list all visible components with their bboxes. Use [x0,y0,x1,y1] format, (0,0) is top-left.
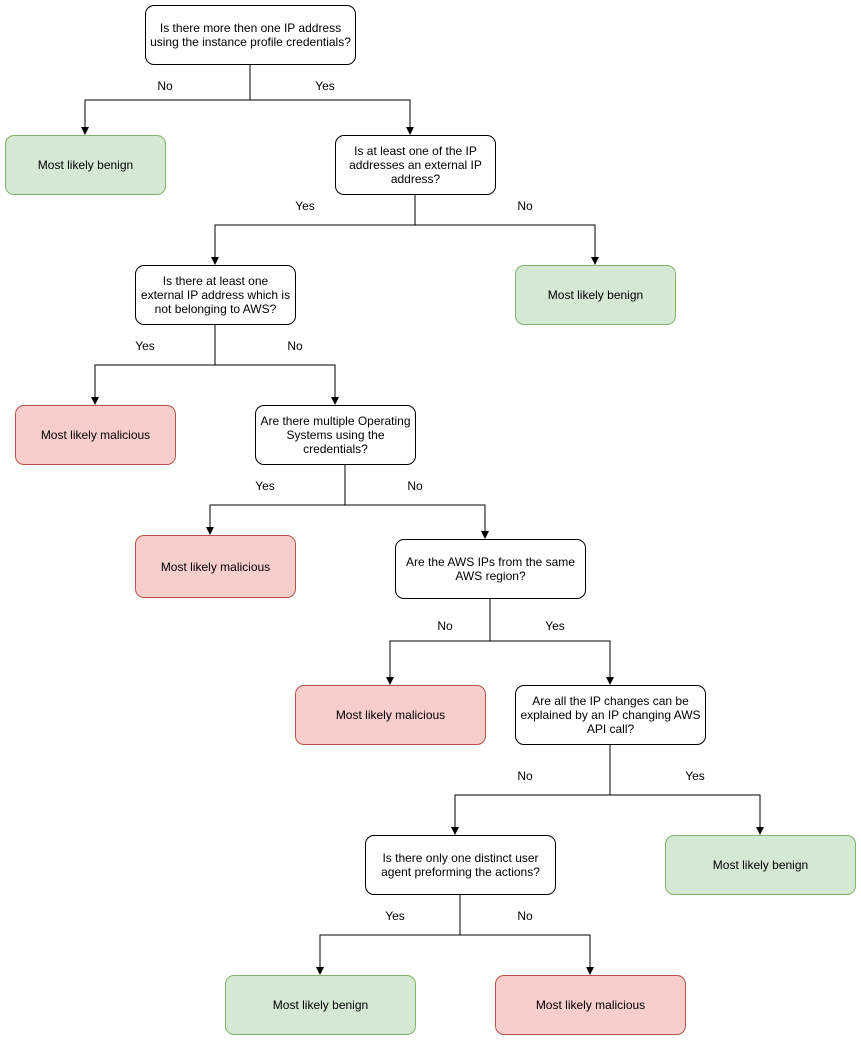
question-node-7: Is there only one distinct user agent pr… [365,835,556,895]
edge-q6-yes [610,794,764,835]
branch-label-yes: Yes [295,199,315,213]
question-node-2: Is at least one of the IP addresses an e… [335,135,496,195]
edge-q1-yes [250,99,414,135]
outcome-benign-2: Most likely benign [515,265,676,325]
question-node-1: Is there more then one IP address using … [145,5,356,65]
edge-q7-no [460,934,594,975]
outcome-malicious-2: Most likely malicious [135,535,296,598]
edge-q2-yes [211,195,416,265]
branch-label-no: No [517,909,533,923]
edge-q7-yes [316,895,461,975]
edge-q1-no [81,65,251,135]
question-node-3: Is there at least one external IP addres… [135,265,296,325]
outcome-benign-4: Most likely benign [225,975,416,1035]
edge-q3-no [215,364,339,405]
branch-label-no: No [517,769,533,783]
edge-q2-no [415,224,599,265]
branch-label-no: No [157,79,173,93]
branch-label-yes: Yes [545,619,565,633]
outcome-malicious-4: Most likely malicious [495,975,686,1035]
edge-q5-yes [490,640,614,685]
branch-label-no: No [517,199,533,213]
branch-label-yes: Yes [385,909,405,923]
branch-label-yes: Yes [685,769,705,783]
edge-q6-no [451,745,611,835]
branch-label-yes: Yes [255,479,275,493]
edge-q4-no [345,504,489,539]
outcome-malicious-1: Most likely malicious [15,405,176,465]
branch-label-no: No [287,339,303,353]
edge-q3-yes [91,325,216,405]
question-node-4: Are there multiple Operating Systems usi… [255,405,416,465]
edge-q4-yes [206,465,346,535]
branch-label-no: No [437,619,453,633]
question-node-6: Are all the IP changes can be explained … [515,685,706,745]
outcome-benign-1: Most likely benign [5,135,166,195]
edge-q5-no [386,598,491,685]
branch-label-yes: Yes [315,79,335,93]
branch-label-no: No [407,479,423,493]
branch-label-yes: Yes [135,339,155,353]
outcome-malicious-3: Most likely malicious [295,685,486,745]
question-node-5: Are the AWS IPs from the same AWS region… [395,539,586,599]
outcome-benign-3: Most likely benign [665,835,856,895]
